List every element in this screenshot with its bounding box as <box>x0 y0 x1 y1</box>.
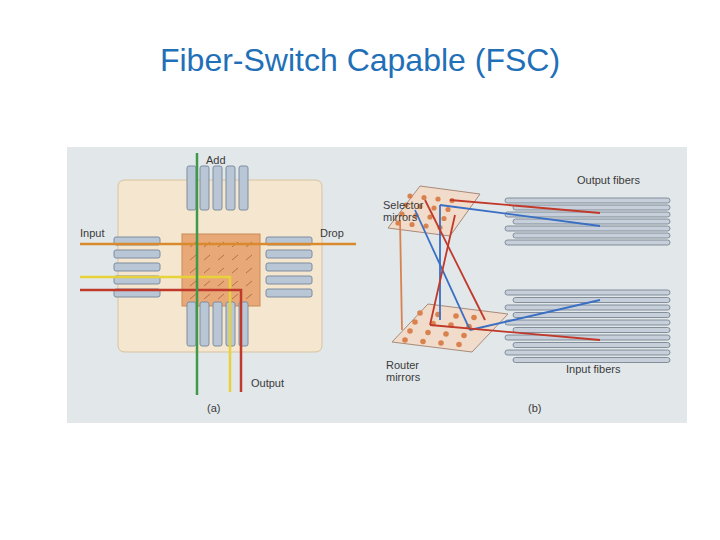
mirror-tick <box>190 268 196 273</box>
fiber <box>513 328 670 333</box>
fiber <box>505 198 670 203</box>
mirror-dot <box>407 328 413 334</box>
part-label: Selector mirrors <box>383 199 443 223</box>
mirror-tick <box>190 281 196 286</box>
port-bar <box>239 166 248 210</box>
mirror-dot <box>435 196 440 201</box>
fiber <box>505 350 670 355</box>
port-label: Input <box>80 227 104 239</box>
figure-tag: (b) <box>528 402 541 414</box>
port-bar <box>213 302 222 346</box>
port-bar <box>226 166 235 210</box>
mirror-tick <box>246 268 252 273</box>
port-label: Output <box>251 377 284 389</box>
port-bar <box>266 263 312 271</box>
mirror-dot <box>471 315 477 321</box>
fiber-bundles <box>505 198 670 363</box>
mirror-dot <box>431 205 436 210</box>
mirror-tick <box>232 268 238 273</box>
fiber <box>505 305 670 310</box>
mirror-tick <box>190 255 196 260</box>
mirror-tick <box>218 255 224 260</box>
mirror-tick <box>190 294 196 299</box>
mirror-tick <box>218 268 224 273</box>
mirror-tick <box>232 294 238 299</box>
router-plate <box>392 304 508 352</box>
light-path <box>80 277 230 392</box>
port-bar <box>266 276 312 284</box>
fiber <box>513 219 670 224</box>
fiber <box>513 343 670 348</box>
port-bar <box>200 302 209 346</box>
fiber <box>513 358 670 363</box>
light-path <box>80 290 241 392</box>
mirror-tick <box>204 255 210 260</box>
mirror-tick <box>204 294 210 299</box>
mirror-tick <box>204 268 210 273</box>
fiber <box>505 240 670 245</box>
mirror-dot <box>445 207 450 212</box>
port-connectors <box>114 166 312 346</box>
mirror-tick <box>232 281 238 286</box>
fiber <box>513 233 670 238</box>
slide-title: Fiber-Switch Capable (FSC) <box>0 42 720 79</box>
port-bar <box>266 289 312 297</box>
mirror-dot <box>423 223 428 228</box>
port-label: Drop <box>320 227 344 239</box>
mirror-tick <box>204 281 210 286</box>
part-label: Input fibers <box>566 363 620 375</box>
port-bar <box>114 263 160 271</box>
mirror-dot <box>456 342 462 348</box>
mirror-dot <box>441 216 446 221</box>
mirror-dot <box>453 313 459 319</box>
mirror-tick <box>246 255 252 260</box>
port-bar <box>213 166 222 210</box>
mirror-tick <box>218 294 224 299</box>
port-bar <box>187 302 196 346</box>
mirror-dot <box>438 340 444 346</box>
fiber <box>505 320 670 325</box>
fiber <box>505 290 670 295</box>
port-bar <box>187 166 196 210</box>
port-label: Add <box>206 154 226 166</box>
beam-paths <box>400 200 600 340</box>
mirror-dot <box>425 330 431 336</box>
light-path <box>196 153 199 395</box>
panel-ground <box>67 147 687 423</box>
mirror-dot <box>420 339 426 345</box>
part-label: Output fibers <box>577 174 640 186</box>
mirror-dot <box>461 333 467 339</box>
port-bar <box>266 250 312 258</box>
mirror-dot <box>417 310 423 316</box>
mirror-dot <box>402 337 408 343</box>
part-label: Router mirrors <box>386 359 446 383</box>
mirror-tick <box>232 255 238 260</box>
mirror-dot <box>443 331 449 337</box>
mirror-dot <box>412 319 418 325</box>
figure-tag: (a) <box>207 402 220 414</box>
mirror-tick <box>246 281 252 286</box>
light-path <box>80 243 356 246</box>
mirror-dot <box>407 193 412 198</box>
fiber <box>505 226 670 231</box>
port-bar <box>114 250 160 258</box>
mirror-tick <box>246 294 252 299</box>
mirror-tick <box>218 281 224 286</box>
port-bar <box>200 166 209 210</box>
